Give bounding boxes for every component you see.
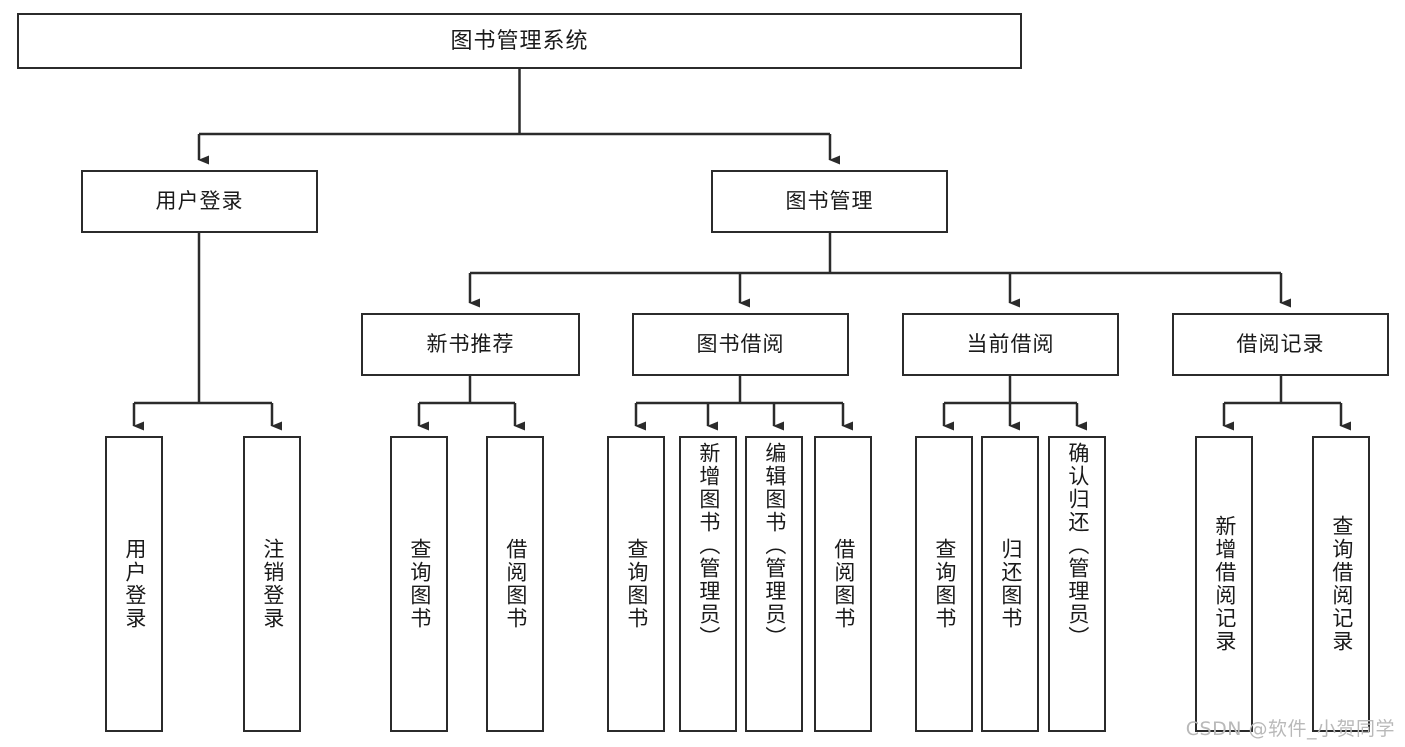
- leaf-book-borrow-edit[interactable]: 编辑图书（管理员）: [745, 436, 803, 732]
- leaf-user-login-logout[interactable]: 注销登录: [243, 436, 301, 732]
- node-borrow-record[interactable]: 借阅记录: [1172, 313, 1389, 376]
- node-borrow-record-label: 借阅记录: [1236, 332, 1325, 356]
- leaf-label: 确认归还（管理员）: [1065, 442, 1089, 649]
- leaf-label: 借阅图书: [831, 538, 855, 630]
- node-root-label: 图书管理系统: [450, 27, 589, 53]
- node-book-management[interactable]: 图书管理: [711, 170, 948, 233]
- node-book-borrow[interactable]: 图书借阅: [632, 313, 849, 376]
- leaf-label: 新增借阅记录: [1212, 515, 1236, 653]
- leaf-label: 查询图书: [624, 538, 648, 630]
- node-current-borrow[interactable]: 当前借阅: [902, 313, 1119, 376]
- leaf-book-borrow-add[interactable]: 新增图书（管理员）: [679, 436, 737, 732]
- leaf-new-book-query[interactable]: 查询图书: [390, 436, 448, 732]
- leaf-current-borrow-query[interactable]: 查询图书: [915, 436, 973, 732]
- leaf-label: 借阅图书: [503, 538, 527, 630]
- leaf-borrow-record-add[interactable]: 新增借阅记录: [1195, 436, 1253, 732]
- node-book-management-label: 图书管理: [785, 189, 874, 213]
- csdn-watermark: CSDN @软件_小贺同学: [1185, 718, 1395, 740]
- node-new-book-recommend-label: 新书推荐: [426, 332, 515, 356]
- leaf-user-login-login[interactable]: 用户登录: [105, 436, 163, 732]
- node-new-book-recommend[interactable]: 新书推荐: [361, 313, 580, 376]
- leaf-label: 归还图书: [998, 538, 1022, 630]
- leaf-label: 查询借阅记录: [1329, 515, 1353, 653]
- leaf-book-borrow-query[interactable]: 查询图书: [607, 436, 665, 732]
- leaf-label: 用户登录: [122, 538, 146, 630]
- node-current-borrow-label: 当前借阅: [966, 332, 1055, 356]
- leaf-label: 查询图书: [932, 538, 956, 630]
- node-user-login[interactable]: 用户登录: [81, 170, 318, 233]
- leaf-label: 编辑图书（管理员）: [762, 442, 786, 649]
- leaf-current-borrow-confirm[interactable]: 确认归还（管理员）: [1048, 436, 1106, 732]
- node-book-borrow-label: 图书借阅: [696, 332, 785, 356]
- node-user-login-label: 用户登录: [155, 189, 244, 213]
- leaf-borrow-record-query[interactable]: 查询借阅记录: [1312, 436, 1370, 732]
- leaf-book-borrow-borrow[interactable]: 借阅图书: [814, 436, 872, 732]
- leaf-current-borrow-return[interactable]: 归还图书: [981, 436, 1039, 732]
- leaf-label: 注销登录: [260, 538, 284, 630]
- leaf-new-book-borrow[interactable]: 借阅图书: [486, 436, 544, 732]
- node-root[interactable]: 图书管理系统: [17, 13, 1022, 69]
- leaf-label: 新增图书（管理员）: [696, 442, 720, 649]
- leaf-label: 查询图书: [407, 538, 431, 630]
